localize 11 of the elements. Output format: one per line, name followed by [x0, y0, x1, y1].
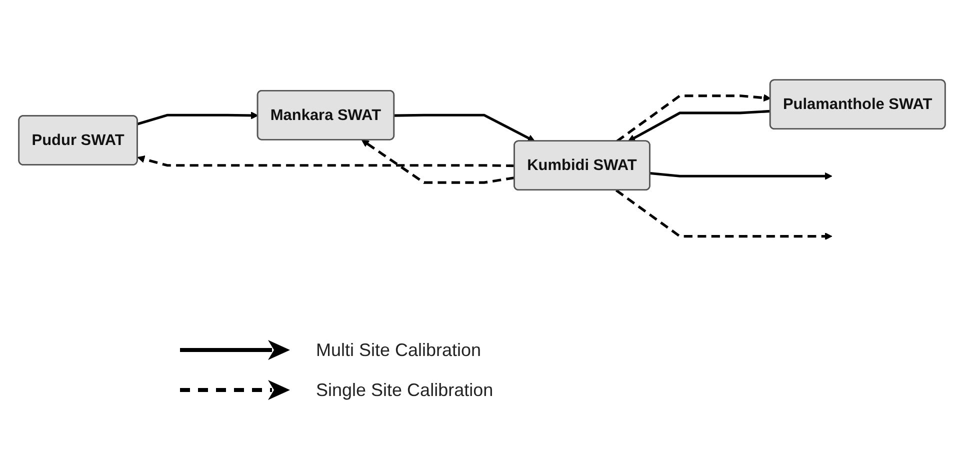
- arrow: [616, 94, 771, 143]
- arrow: [394, 114, 536, 142]
- legend-text: Multi Site Calibration: [316, 340, 482, 360]
- arrow: [362, 140, 515, 184]
- arrow: [650, 172, 832, 180]
- arrow: [137, 112, 258, 126]
- flowchart: Pudur SWAT Mankara SWAT Pulamanthole SWAT Kumbidi SWAT: [12, 73, 952, 257]
- legend-text: Single Site Calibration: [316, 380, 494, 400]
- arrow: [137, 156, 515, 168]
- arrow: [615, 190, 832, 241]
- arrow: [628, 110, 771, 142]
